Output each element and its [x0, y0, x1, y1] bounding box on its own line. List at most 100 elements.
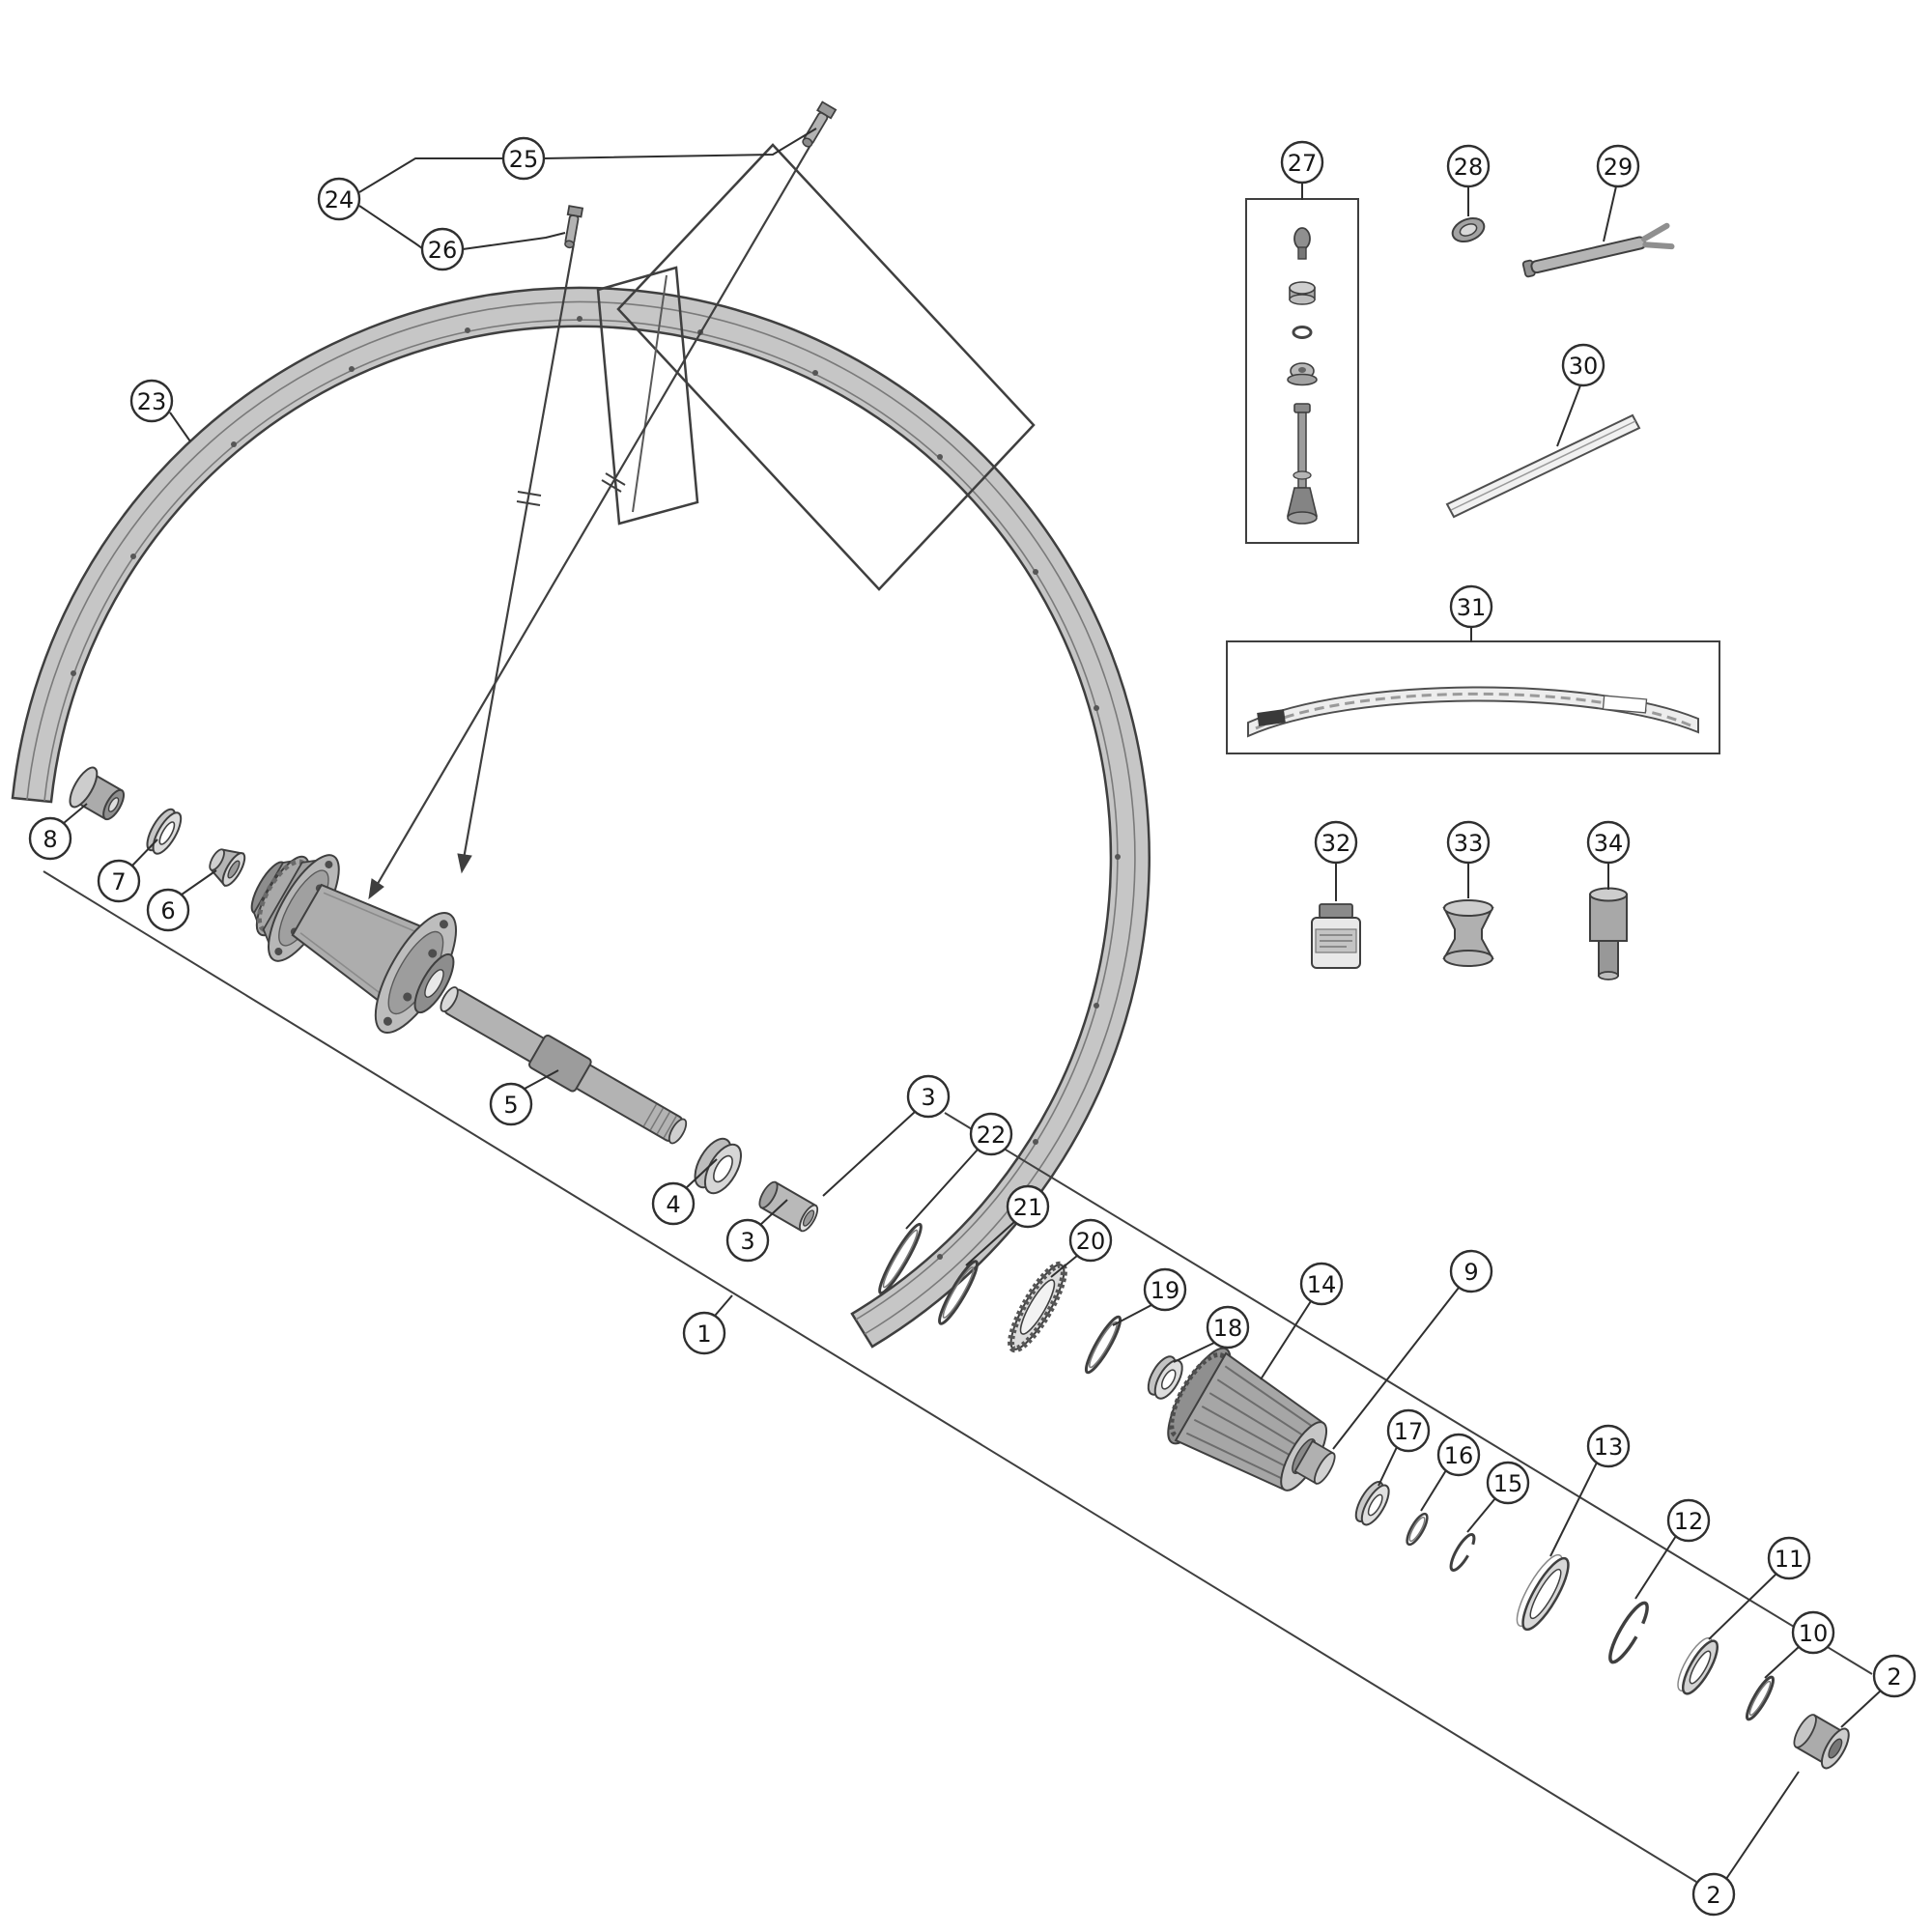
- callout-18: 18: [1173, 1305, 1250, 1363]
- callout-circle: [1872, 1654, 1917, 1698]
- callout-leader-line: [1420, 1469, 1447, 1512]
- spoke-nipple-26: [564, 205, 584, 249]
- callout-number: 7: [111, 868, 126, 895]
- spokes: [368, 134, 817, 900]
- callout-circle: [1280, 140, 1324, 185]
- callout-8: 8: [28, 803, 88, 861]
- callout-leader-line: [1050, 1255, 1078, 1278]
- callout-number: 3: [921, 1084, 935, 1111]
- callout-number: 21: [1013, 1194, 1043, 1221]
- callout-number: 34: [1594, 830, 1624, 857]
- callout-circle: [1691, 1872, 1736, 1917]
- callout-14: 14: [1260, 1262, 1344, 1380]
- callout-circle: [129, 379, 174, 423]
- callout-leader-line: [1556, 384, 1581, 447]
- callout-leader-line: [543, 128, 817, 159]
- spoke-box-a: [616, 143, 1036, 591]
- callout-leader-line: [462, 232, 566, 250]
- callout-number: 20: [1076, 1228, 1106, 1255]
- bearing-part4: [694, 1137, 742, 1195]
- seal-ring-part22: [878, 1222, 923, 1295]
- callout-circle: [501, 136, 546, 181]
- callout-circle: [1791, 1610, 1835, 1655]
- group-line-full-assembly: [43, 870, 1697, 1883]
- tubeless-valve-stem: [1286, 403, 1319, 525]
- callout-number: 15: [1493, 1470, 1523, 1497]
- valve-o-ring: [1292, 326, 1313, 339]
- ring-part19: [1084, 1315, 1122, 1375]
- valve-parts-box-27: [1245, 198, 1359, 544]
- callout-number: 26: [428, 237, 458, 264]
- callout-number: 1: [696, 1321, 711, 1348]
- callout-number: 5: [503, 1092, 518, 1119]
- lever-tool-part29: [1521, 222, 1675, 278]
- callout-29: 29: [1596, 144, 1640, 242]
- callout-circle: [489, 1082, 533, 1126]
- rim-edge-line-outer: [26, 300, 1136, 1335]
- callout-circle: [906, 1074, 951, 1119]
- seal-part17: [1354, 1481, 1390, 1526]
- callout-leader-line: [358, 157, 502, 193]
- callout-circle: [1314, 820, 1358, 865]
- callout-leader-line: [965, 1221, 1015, 1266]
- callout-leader-line: [1332, 1287, 1460, 1450]
- callout-number: 2: [1706, 1882, 1720, 1909]
- callout-5: 5: [489, 1069, 559, 1126]
- callout-circle: [969, 1112, 1013, 1156]
- callout-leader-line: [1466, 1497, 1496, 1533]
- callout-32: 32: [1314, 820, 1358, 901]
- callout-20: 20: [1050, 1218, 1113, 1278]
- callout-4: 4: [651, 1158, 718, 1226]
- callout-number: 13: [1594, 1434, 1624, 1461]
- seal-ring-part13: [1516, 1553, 1570, 1632]
- callout-23: 23: [129, 379, 191, 442]
- valve-grommet: [1287, 362, 1318, 386]
- callout-leader-line: [181, 869, 217, 895]
- ring-part10: [1745, 1675, 1776, 1721]
- sealant-bottle-part32: [1311, 903, 1361, 969]
- callout-leader-line: [759, 1199, 788, 1226]
- callout-9: 9: [1332, 1249, 1493, 1450]
- callout-leader-line: [131, 838, 158, 867]
- rim-tape-strip-part30: [1445, 413, 1641, 519]
- callout-circle: [97, 859, 141, 903]
- callout-number: 11: [1775, 1546, 1804, 1573]
- callout-circle: [682, 1311, 726, 1355]
- cone-seal-part6: [209, 848, 246, 888]
- callout-circle: [1449, 584, 1493, 629]
- callout-24: 24: [317, 157, 502, 249]
- end-cap-right-part2: [1793, 1714, 1850, 1770]
- wheel-rim: [11, 286, 1151, 1349]
- valve-adapter-part34: [1589, 887, 1628, 980]
- callout-27: 27: [1280, 140, 1324, 200]
- callout-33: 33: [1446, 820, 1491, 898]
- callout-number: 2: [1887, 1663, 1901, 1690]
- callout-number: 17: [1394, 1418, 1424, 1445]
- callout-number: 6: [160, 897, 175, 924]
- callout-10: 10: [1764, 1610, 1835, 1679]
- callout-circle: [1386, 1408, 1431, 1453]
- callout-leader-line: [714, 1294, 733, 1317]
- callout-leader-line: [169, 412, 191, 442]
- callout-1: 1: [682, 1294, 733, 1355]
- callout-21: 21: [965, 1184, 1050, 1266]
- callout-number: 32: [1321, 830, 1351, 857]
- callout-number: 4: [666, 1191, 680, 1218]
- rim-band: [11, 286, 1151, 1349]
- callout-number: 8: [43, 826, 57, 853]
- callout-leader-line: [1708, 1573, 1777, 1640]
- callout-12: 12: [1634, 1498, 1711, 1600]
- callout-leader-line: [1725, 1771, 1800, 1880]
- spoke-break-marks: [516, 472, 626, 506]
- callout-leader-line: [1634, 1535, 1677, 1600]
- callout-17: 17: [1378, 1408, 1431, 1487]
- callout-number: 27: [1288, 150, 1318, 177]
- callout-leader-line: [524, 1069, 559, 1090]
- callout-6: 6: [146, 869, 217, 932]
- tubeless-adapter-part33: [1442, 899, 1494, 967]
- snap-ring-part12: [1608, 1601, 1649, 1664]
- seal-part11: [1677, 1636, 1719, 1695]
